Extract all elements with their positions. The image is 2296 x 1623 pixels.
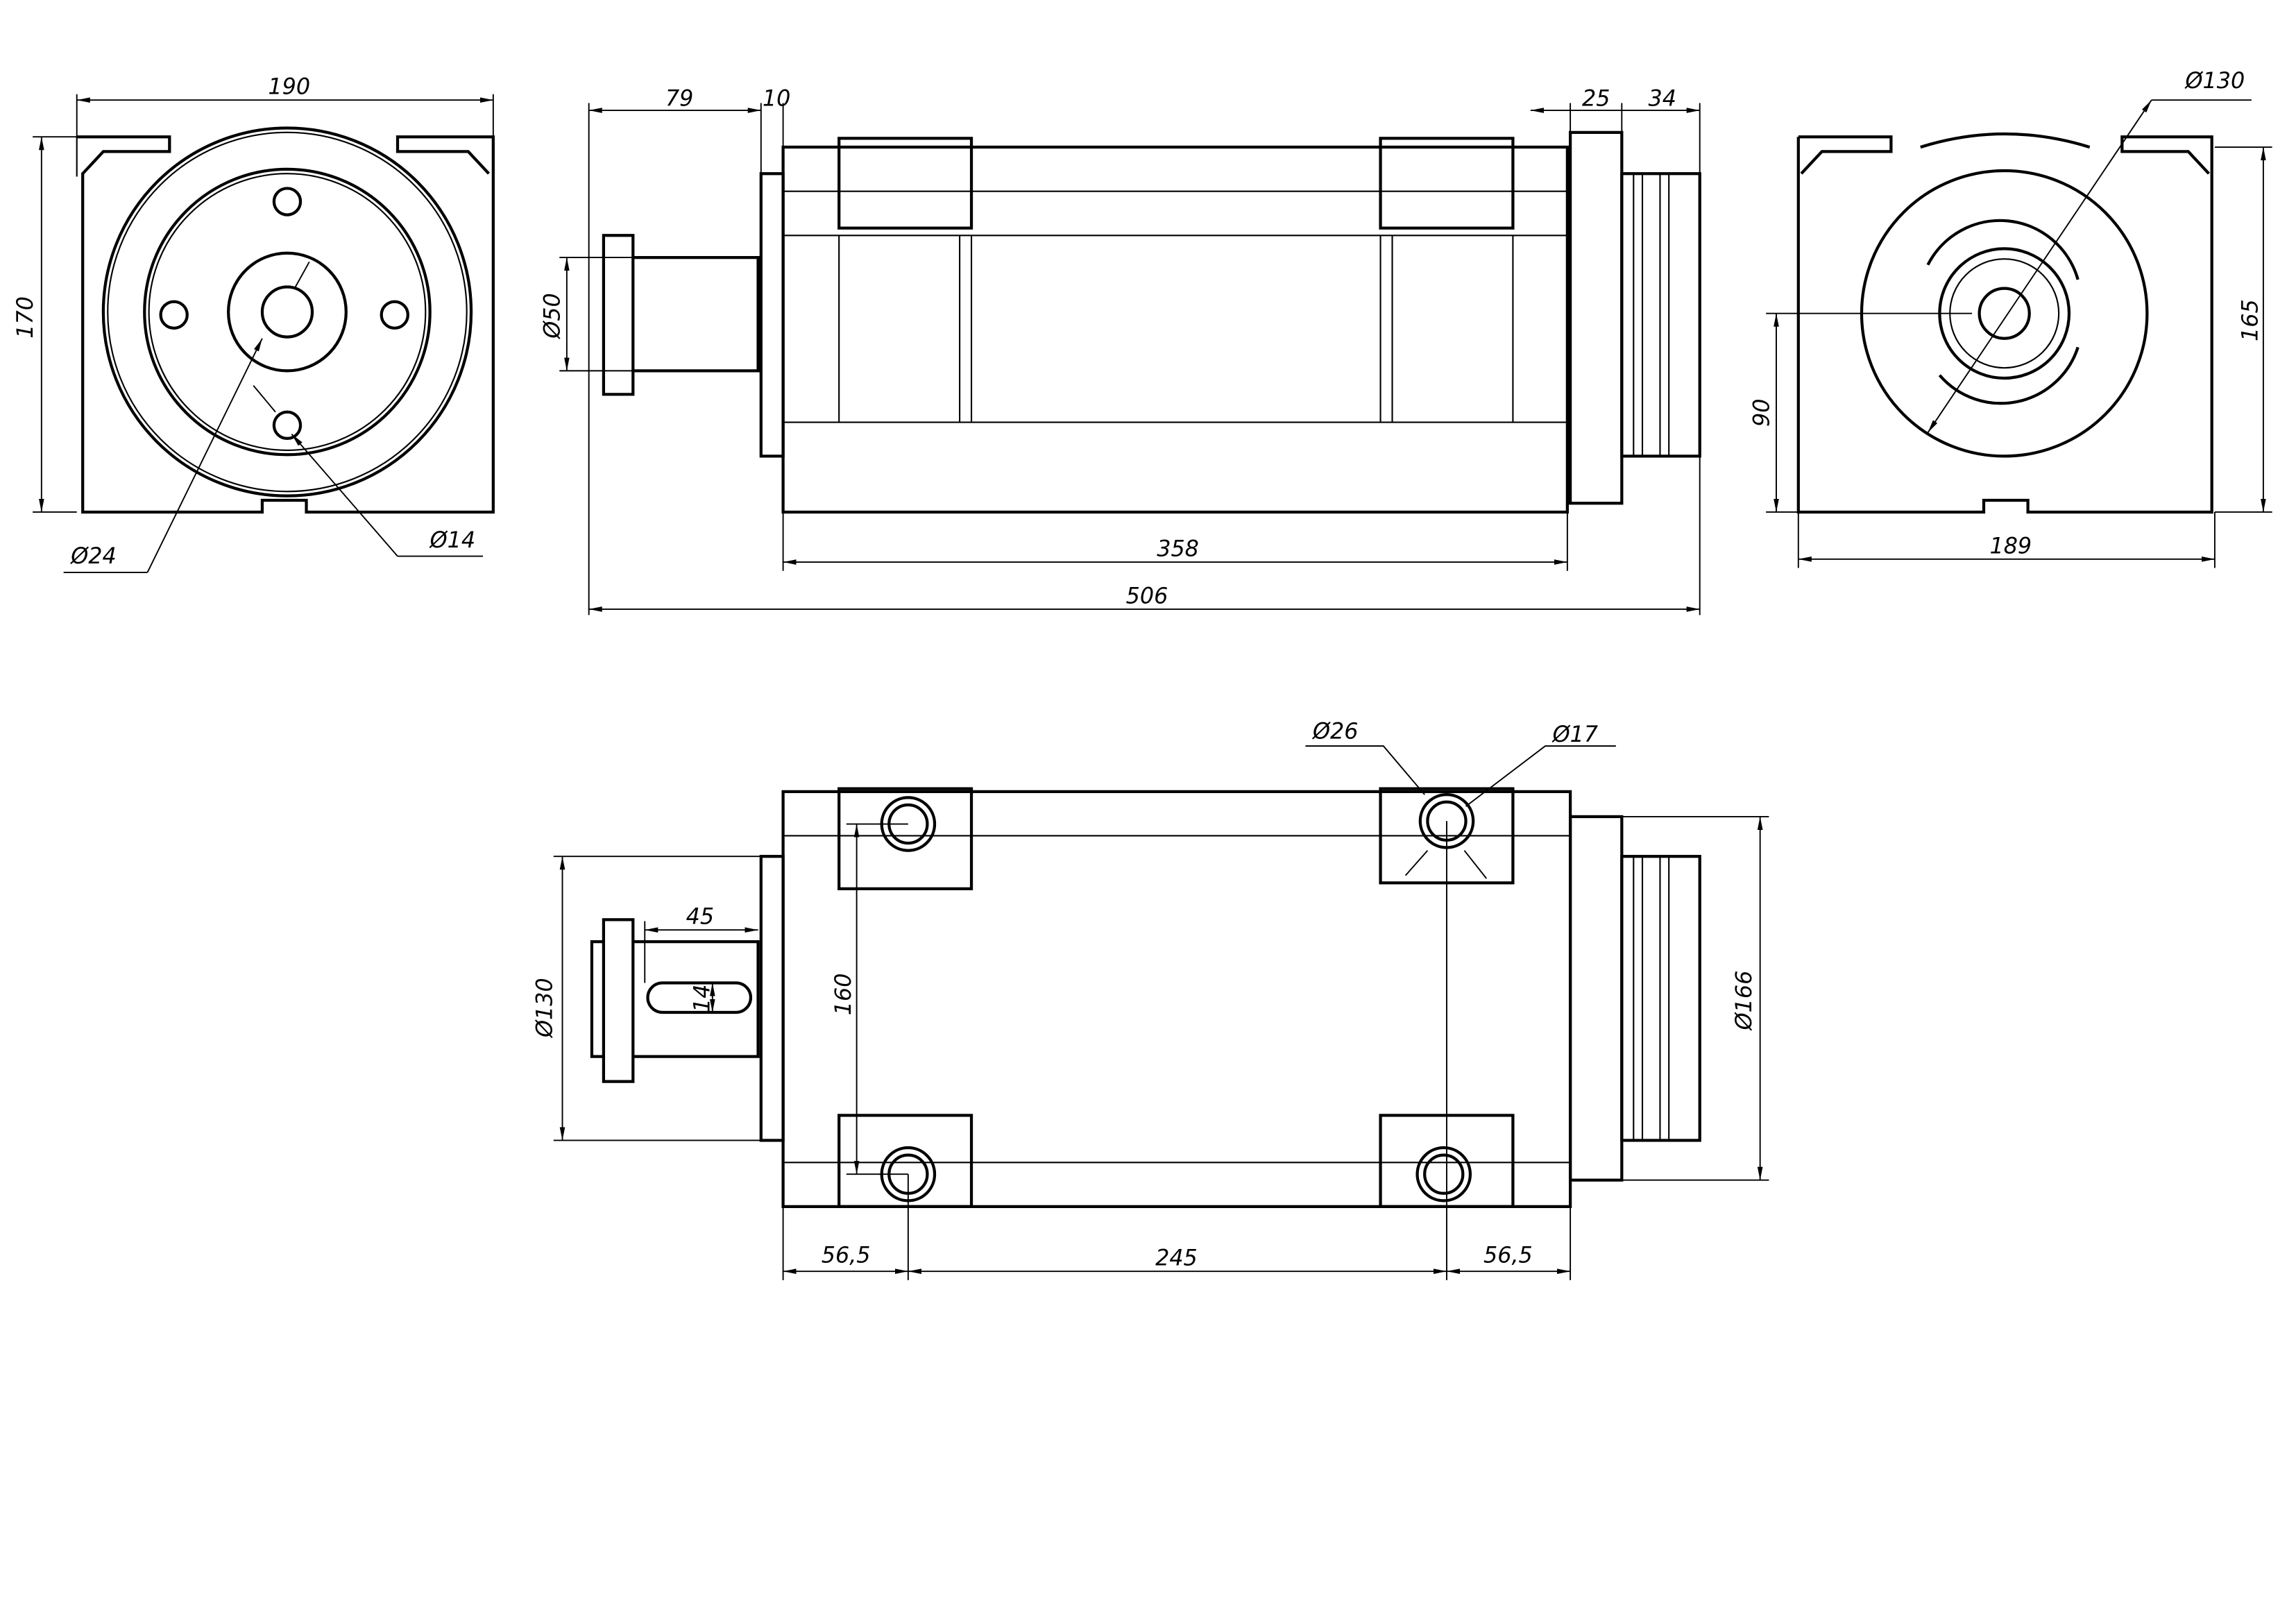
dim-right-flange: 25 (1582, 86, 1610, 112)
dim-hole: Ø17 (1551, 722, 1599, 747)
dim-hole: Ø14 (429, 527, 476, 553)
dim-spacing-x: 245 (1155, 1246, 1198, 1271)
bolt-holes (159, 187, 409, 441)
dim-flange-dia: Ø130 (532, 978, 558, 1039)
dim-total-length: 506 (1126, 583, 1168, 609)
dim-height: 170 (12, 296, 38, 339)
dim-rings: 34 (1648, 86, 1676, 112)
front-view: 79 10 25 34 Ø50 358 506 (539, 86, 1701, 615)
dim-shaft-length: 79 (665, 86, 693, 112)
dim-width: 189 (1989, 533, 2032, 559)
dim-edge-left: 56,5 (822, 1242, 871, 1268)
dim-shaft-dia: Ø50 (539, 293, 565, 340)
dim-height: 165 (2237, 299, 2263, 341)
dim-ring-dia: Ø166 (1731, 971, 1757, 1032)
dim-center-height: 90 (1749, 398, 1774, 426)
right-end-view: Ø130 165 90 189 (1749, 68, 2272, 568)
dim-width: 190 (268, 74, 310, 100)
dim-edge-right: 56,5 (1483, 1242, 1533, 1268)
dim-dia: Ø130 (2184, 68, 2245, 94)
dim-key-width: 14 (690, 984, 715, 1012)
dim-bore: Ø24 (69, 543, 116, 569)
dim-spacing-y: 160 (831, 973, 856, 1015)
dim-counterbore: Ø26 (1311, 719, 1359, 745)
dim-key-length: 45 (686, 904, 714, 930)
dim-body-length: 358 (1157, 536, 1199, 562)
dim-flange: 10 (763, 86, 790, 112)
top-view: Ø26 Ø17 45 14 Ø130 160 Ø166 56,5 245 56,… (532, 719, 1769, 1280)
left-end-view: 190 170 Ø24 Ø14 (12, 74, 495, 573)
